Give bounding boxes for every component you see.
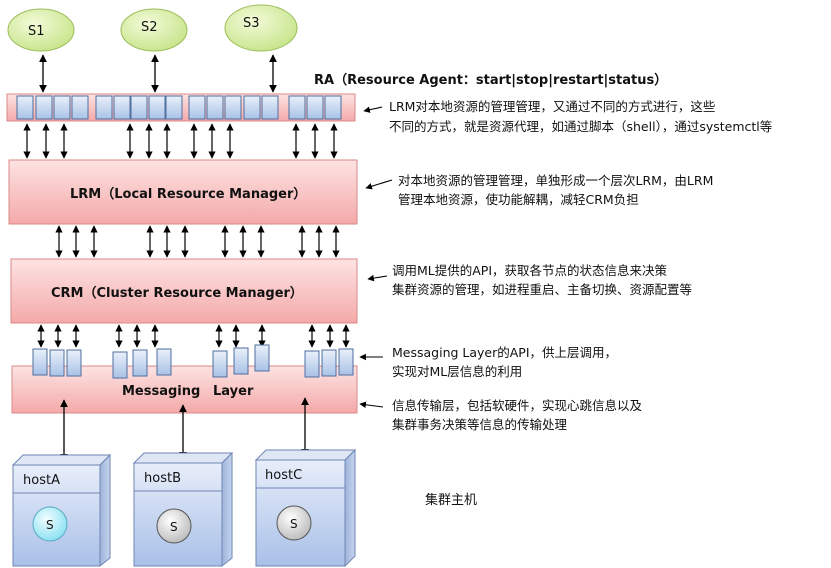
note-crm-1: 调用ML提供的API，获取各节点的状态信息来决策 bbox=[392, 263, 668, 278]
ra-cell bbox=[95, 95, 113, 120]
ra-cells bbox=[16, 95, 342, 120]
service-s2: S2 bbox=[120, 8, 188, 52]
host-b: hostB S bbox=[132, 451, 234, 568]
ra-cell bbox=[261, 95, 279, 120]
messaging-api-cell bbox=[254, 344, 270, 372]
crm-layer: CRM（Cluster Resource Manager） bbox=[10, 258, 358, 324]
messaging-api-cell bbox=[132, 349, 148, 377]
ra-cell bbox=[71, 95, 89, 120]
crm-label: CRM（Cluster Resource Manager） bbox=[51, 285, 303, 301]
ra-cell bbox=[165, 95, 183, 120]
host-a-service bbox=[32, 506, 68, 542]
ra-cell bbox=[206, 95, 224, 120]
messaging-label-1: Messaging bbox=[122, 384, 200, 399]
messaging-api-cell bbox=[112, 351, 128, 379]
ra-title: RA（Resource Agent：start|stop|restart|sta… bbox=[314, 72, 667, 88]
host-c-name: hostC bbox=[265, 468, 302, 483]
host-c-service-label: S bbox=[290, 517, 298, 531]
ra-cell bbox=[35, 95, 53, 120]
service-s3: S3 bbox=[224, 4, 298, 52]
messaging-api-cell bbox=[32, 348, 48, 376]
note-ra-1: LRM对本地资源的管理管理，又通过不同的方式进行，这些 bbox=[389, 99, 715, 114]
ra-cell bbox=[113, 95, 131, 120]
host-b-name: hostB bbox=[144, 471, 181, 486]
lrm-layer: LRM（Local Resource Manager） bbox=[8, 159, 358, 225]
messaging-api-cell bbox=[338, 348, 354, 376]
messaging-api-cells bbox=[32, 344, 354, 379]
cluster-hosts-label: 集群主机 bbox=[425, 492, 477, 508]
ra-cell bbox=[53, 95, 71, 120]
messaging-api-cell bbox=[156, 348, 172, 376]
note-ml-1: 信息传输层，包括软硬件，实现心跳信息以及 bbox=[392, 398, 643, 413]
note-ml-api-2: 实现对ML层信息的利用 bbox=[392, 364, 522, 379]
service-arrows bbox=[39, 54, 277, 93]
ra-cell bbox=[306, 95, 324, 120]
note-ra-2: 不同的方式，就是资源代理，如通过脚本（shell），通过systemctl等 bbox=[389, 119, 772, 134]
lrm-crm-arrows bbox=[55, 225, 340, 258]
host-c: hostC S bbox=[254, 448, 357, 568]
messaging-api-cell bbox=[321, 349, 337, 377]
ra-cell bbox=[188, 95, 206, 120]
messaging-api-cell bbox=[49, 349, 65, 377]
ra-cell bbox=[16, 95, 34, 120]
host-a: hostA S bbox=[11, 453, 112, 568]
note-crm-2: 集群资源的管理，如进程重启、主备切换、资源配置等 bbox=[392, 282, 692, 297]
note-ml-2: 集群事务决策等信息的传输处理 bbox=[392, 417, 568, 432]
lrm-label: LRM（Local Resource Manager） bbox=[70, 186, 306, 202]
host-b-service bbox=[156, 508, 192, 544]
host-a-service-label: S bbox=[46, 518, 54, 532]
host-b-service-label: S bbox=[170, 520, 178, 534]
messaging-api-cell bbox=[304, 350, 320, 378]
ra-cell bbox=[224, 95, 242, 120]
service-s2-label: S2 bbox=[141, 20, 158, 35]
ra-bar bbox=[6, 93, 356, 122]
annotation-pointers bbox=[359, 106, 393, 409]
messaging-api-cell bbox=[66, 349, 82, 377]
ml-host-arrows bbox=[60, 397, 309, 462]
service-s1-label: S1 bbox=[28, 24, 45, 39]
ra-lrm-arrows bbox=[23, 123, 338, 159]
annotations: LRM对本地资源的管理管理，又通过不同的方式进行，这些 不同的方式，就是资源代理… bbox=[389, 99, 772, 508]
ra-cell bbox=[288, 95, 306, 120]
note-ml-api-1: Messaging Layer的API，供上层调用， bbox=[392, 345, 617, 360]
ra-cell bbox=[243, 95, 261, 120]
messaging-api-cell bbox=[233, 347, 249, 375]
service-s3-label: S3 bbox=[243, 16, 260, 31]
ra-cell bbox=[324, 95, 342, 120]
note-lrm-2: 管理本地资源，使功能解耦，减轻CRM负担 bbox=[398, 192, 639, 207]
ra-cell bbox=[148, 95, 166, 120]
host-c-service bbox=[276, 505, 312, 541]
note-lrm-1: 对本地资源的管理管理，单独形成一个层次LRM，由LRM bbox=[398, 173, 713, 188]
messaging-api-cell bbox=[212, 350, 228, 378]
crm-ml-arrows bbox=[37, 324, 350, 348]
service-s1: S1 bbox=[7, 8, 75, 52]
ra-cell bbox=[130, 95, 148, 120]
messaging-label-2: Layer bbox=[213, 384, 254, 399]
host-a-name: hostA bbox=[23, 473, 60, 488]
